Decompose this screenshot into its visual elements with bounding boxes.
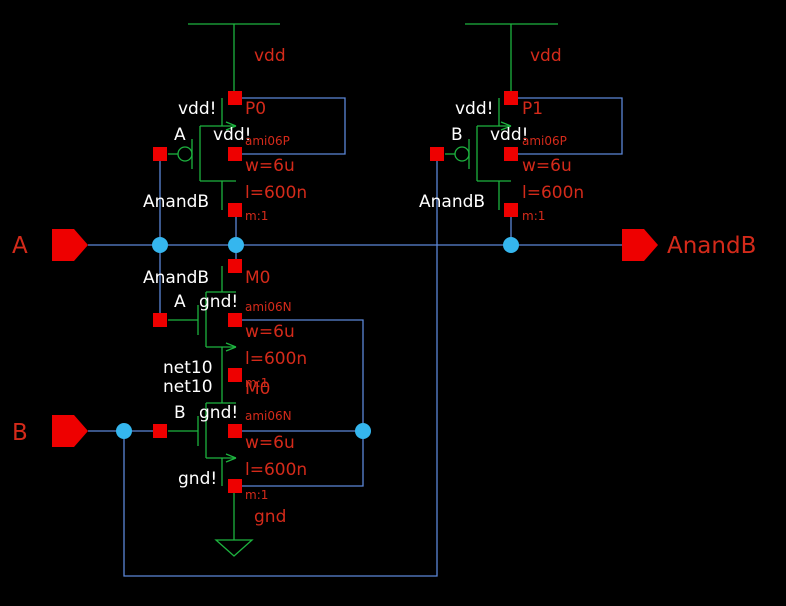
p1-gate-label: B [451,125,463,145]
wire-p0-bulk[interactable] [236,97,346,155]
wire-b-loop[interactable] [123,154,438,577]
m0-name: M0 [245,268,270,288]
terminal-m0-gate[interactable] [153,313,167,327]
terminal-m1-source[interactable] [228,479,242,493]
terminal-p1-source[interactable] [504,91,518,105]
junction-anandb-left[interactable] [228,237,244,253]
ground-symbol [214,486,254,557]
m0-length: l=600n [245,349,307,369]
wire-m0-bulk[interactable] [236,319,364,487]
terminal-p1-drain[interactable] [504,203,518,217]
m1-source-label: gnd! [178,469,217,489]
junction-gnd-bulk[interactable] [355,423,371,439]
pmos-p0-symbol[interactable] [168,98,237,210]
p0-model: ami06P [245,134,290,148]
p1-drain-label: AnandB [419,192,485,212]
pin-a-arrow[interactable] [52,229,88,261]
m1-multiplier: m:1 [245,488,268,502]
p0-source-label: vdd! [213,125,251,145]
gnd-label: gnd [254,507,286,527]
p0-width: w=6u [245,156,295,176]
m0-bulk-label: gnd! [199,292,238,312]
m1-drain-label: net10 [163,377,213,397]
p0-gate-label: A [174,125,186,145]
m0-model: ami06N [245,300,292,314]
terminal-m0-bulk[interactable] [228,313,242,327]
m1-name: M0 [245,379,270,399]
p0-name: P0 [245,99,266,119]
pmos-p1-symbol[interactable] [445,98,512,210]
device-strokes [168,23,558,557]
m1-bulk-label: gnd! [199,403,238,423]
m0-width: w=6u [245,322,295,342]
junction-a[interactable] [152,237,168,253]
m1-model: ami06N [245,409,292,423]
p1-name: P1 [522,99,543,119]
m0-source-label: net10 [163,358,213,378]
pin-anandb-label: AnandB [667,233,756,259]
m0-multiplier: m:1 [245,376,268,390]
terminal-m1-bulk[interactable] [228,424,242,438]
pin-anandb-arrow[interactable] [622,229,658,261]
labels: vdd vdd gnd A B AnandB vdd! A vdd! Anand… [12,46,756,527]
terminal-m0-source[interactable] [228,368,242,382]
p1-model: ami06P [522,134,567,148]
terminal-p0-bulk[interactable] [228,147,242,161]
nmos-m1-symbol[interactable] [168,375,237,486]
p1-width: w=6u [522,156,572,176]
wire-p1-bulk[interactable] [511,97,623,155]
p1-source-label: vdd! [490,125,528,145]
terminal-p1-bulk[interactable] [504,147,518,161]
p1-length: l=600n [522,183,584,203]
junctions [116,237,519,439]
terminal-m0-drain[interactable] [228,259,242,273]
vdd-rail-right [465,23,558,98]
p1-multiplier: m:1 [522,209,545,223]
p0-drain-label: AnandB [143,192,209,212]
junction-anandb-right[interactable] [503,237,519,253]
p0-length: l=600n [245,183,307,203]
m1-width: w=6u [245,433,295,453]
p0-multiplier: m:1 [245,209,268,223]
pin-b-arrow[interactable] [52,415,88,447]
m1-length: l=600n [245,460,307,480]
pin-b-label: B [12,420,28,446]
m0-gate-label: A [174,292,186,312]
terminal-p0-gate[interactable] [153,147,167,161]
terminal-p0-drain[interactable] [228,203,242,217]
vdd-label-left: vdd [254,46,286,66]
m1-gate-label: B [174,403,186,423]
p1-bulk-label: vdd! [455,99,493,119]
junction-b[interactable] [116,423,132,439]
terminal-p1-gate[interactable] [430,147,444,161]
io-pins [52,229,658,447]
terminals [153,91,518,493]
vdd-label-right: vdd [530,46,562,66]
terminal-p0-source[interactable] [228,91,242,105]
pin-a-label: A [12,233,28,259]
terminal-m1-gate[interactable] [153,424,167,438]
m0-drain-label: AnandB [143,268,209,288]
nmos-m0-symbol[interactable] [168,266,237,375]
wires [88,97,623,577]
p0-bulk-label: vdd! [178,99,216,119]
vdd-rail-left [188,23,280,98]
